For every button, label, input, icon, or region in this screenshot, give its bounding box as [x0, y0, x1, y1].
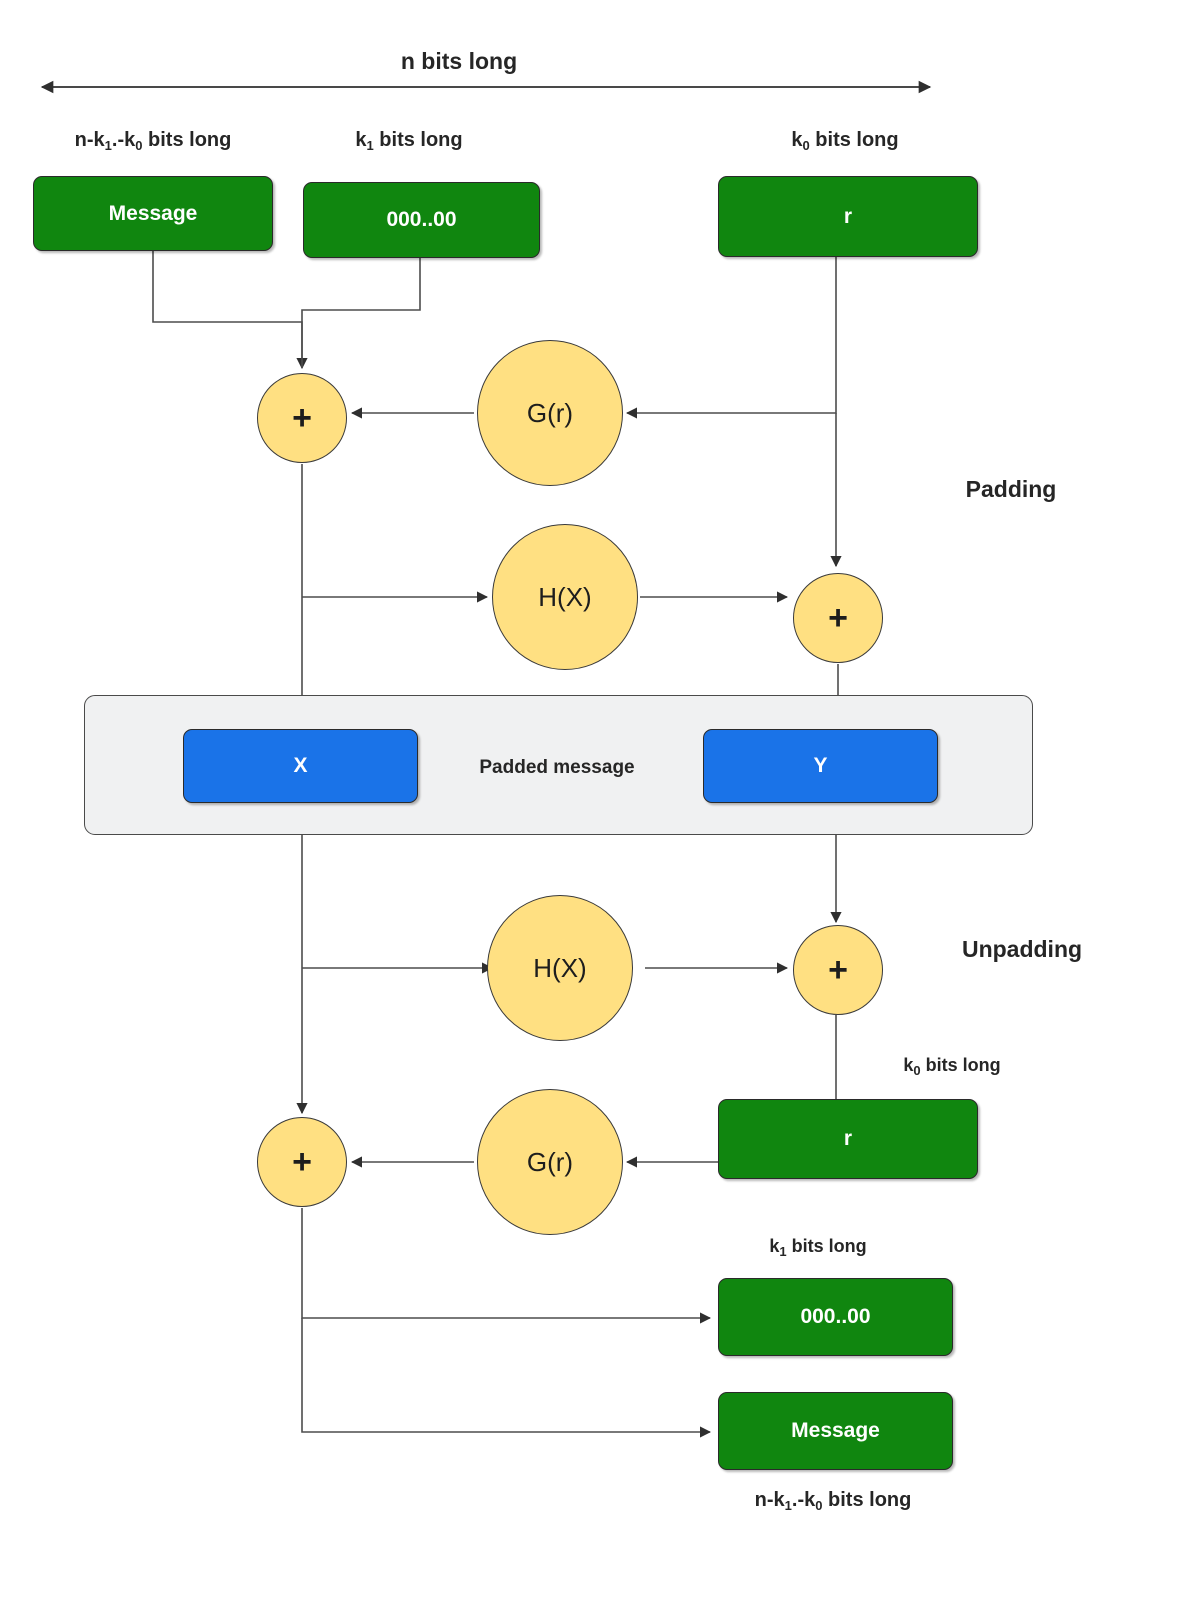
- message-length-label-bottom: n-k1.-k0 bits long: [754, 1489, 912, 1513]
- xor-gate-1[interactable]: +: [257, 373, 347, 463]
- r-length-label-top: k0 bits long: [791, 129, 899, 153]
- zeros-length-label-bottom: k1 bits long: [769, 1236, 867, 1259]
- zeros-len-suffix: bits long: [373, 129, 463, 151]
- r-block-top[interactable]: r: [718, 176, 978, 257]
- unpadding-section-label: Unpadding: [961, 936, 1083, 962]
- msg-len-prefix-bottom: n-k: [754, 1489, 785, 1511]
- h-function-top[interactable]: H(X): [492, 524, 638, 670]
- msg-len-sub2: 0: [135, 138, 143, 153]
- y-block[interactable]: Y: [703, 729, 938, 803]
- zeros-len-sub-bottom: 1: [779, 1244, 787, 1259]
- r-length-label-bottom: k0 bits long: [903, 1055, 1001, 1078]
- xor-gate-3[interactable]: +: [793, 925, 883, 1015]
- zeros-length-label-top: k1 bits long: [355, 129, 463, 153]
- zeros-len-prefix-bottom: k: [769, 1236, 780, 1256]
- msg-len-suffix-bottom: bits long: [822, 1489, 912, 1511]
- wire-zeros-to-xor1: [301, 258, 421, 368]
- zeros-len-suffix-bottom: bits long: [786, 1236, 867, 1256]
- msg-len-sub2-bottom: 0: [815, 1498, 823, 1513]
- g-function-bottom[interactable]: G(r): [477, 1089, 623, 1235]
- n-bits-long-label: n bits long: [400, 48, 518, 74]
- zeros-len-prefix: k: [355, 129, 367, 151]
- msg-len-mid-bottom: .-k: [791, 1489, 816, 1511]
- msg-len-sub1: 1: [104, 138, 112, 153]
- wire-message-to-xor1: [152, 251, 308, 370]
- h-function-bottom[interactable]: H(X): [487, 895, 633, 1041]
- msg-len-suffix: bits long: [142, 129, 232, 151]
- wire-xor4-to-message-bottom: [301, 1318, 712, 1438]
- message-length-label-top: n-k1.-k0 bits long: [74, 129, 232, 153]
- message-block-bottom[interactable]: Message: [718, 1392, 953, 1470]
- wire-xor4-to-zeros-bottom: [301, 1208, 712, 1324]
- msg-len-sub1-bottom: 1: [784, 1498, 792, 1513]
- padding-section-label: Padding: [965, 476, 1057, 502]
- g-function-top[interactable]: G(r): [477, 340, 623, 486]
- zeros-block-bottom[interactable]: 000..00: [718, 1278, 953, 1356]
- xor-gate-4[interactable]: +: [257, 1117, 347, 1207]
- r-len-sub-bottom: 0: [913, 1063, 921, 1078]
- r-len-prefix: k: [791, 129, 803, 151]
- padded-message-label: Padded message: [479, 757, 635, 778]
- wire-r-to-g-top: [625, 257, 837, 419]
- message-block-top[interactable]: Message: [33, 176, 273, 251]
- x-block[interactable]: X: [183, 729, 418, 803]
- r-len-sub: 0: [802, 138, 810, 153]
- r-len-suffix-bottom: bits long: [920, 1055, 1001, 1075]
- r-len-prefix-bottom: k: [903, 1055, 914, 1075]
- r-len-suffix: bits long: [809, 129, 899, 151]
- msg-len-prefix: n-k: [74, 129, 105, 151]
- r-block-bottom[interactable]: r: [718, 1099, 978, 1179]
- zeros-block-top[interactable]: 000..00: [303, 182, 540, 258]
- xor-gate-2[interactable]: +: [793, 573, 883, 663]
- msg-len-mid: .-k: [111, 129, 136, 151]
- zeros-len-sub: 1: [366, 138, 374, 153]
